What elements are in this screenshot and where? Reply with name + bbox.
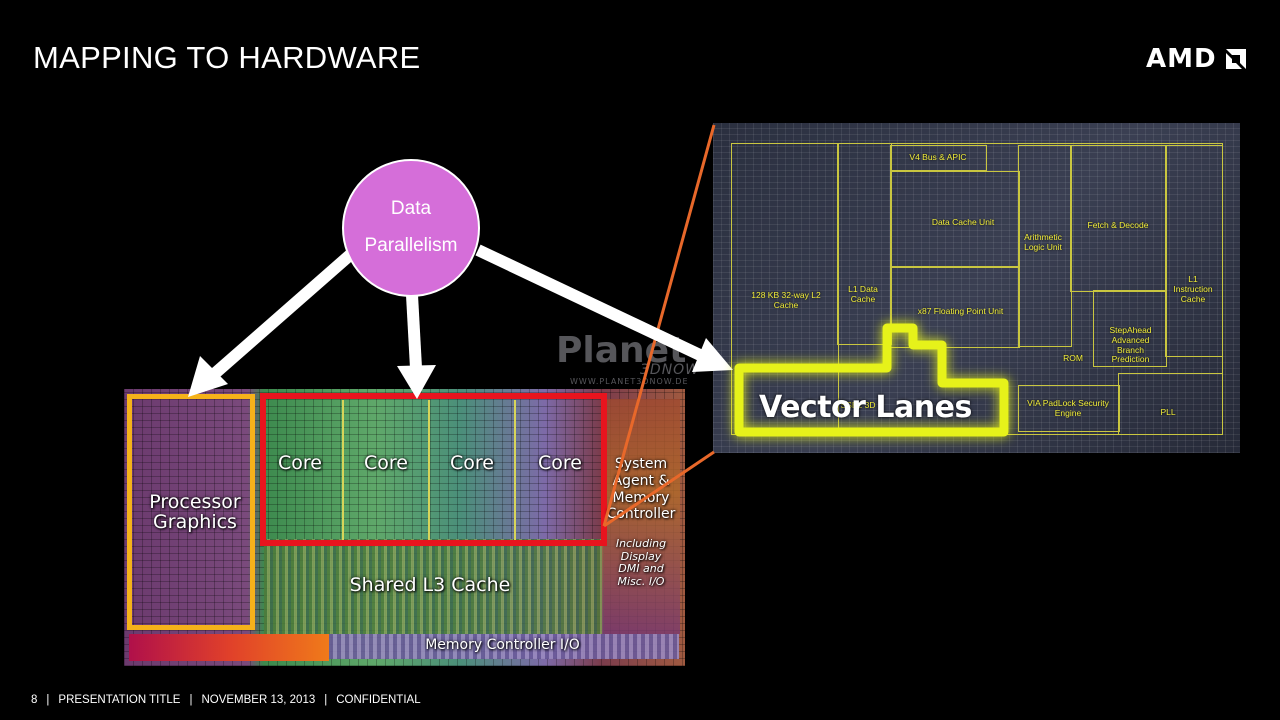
cores-highlight	[260, 393, 607, 546]
unit-label: Data Cache Unit	[931, 217, 995, 227]
alu-block	[1018, 145, 1072, 347]
unit-label: Arithmetic Logic Unit	[1024, 232, 1062, 252]
die-texture	[713, 123, 1240, 453]
page-number: 8	[31, 694, 38, 706]
unit-label: V4 Bus & APIC	[909, 152, 967, 162]
node-label-line2: Parallelism	[364, 235, 458, 256]
unit-label: SSE2 3D	[840, 400, 876, 410]
unit-label: VIA PadLock Security Engine	[1027, 398, 1109, 418]
vector-lanes-label: Vector Lanes	[759, 390, 972, 425]
unit-label: Fetch & Decode	[1087, 220, 1149, 230]
unit-label: L1 Instruction Cache	[1173, 274, 1213, 304]
memory-controller-io-label: Memory Controller I/O	[425, 637, 580, 653]
amd-logo-text: AMD	[1146, 44, 1217, 74]
branch-prediction-block	[1093, 290, 1167, 367]
slide-title: MAPPING TO HARDWARE	[33, 40, 421, 75]
core-divider	[514, 400, 516, 540]
shared-l3-cache-label: Shared L3 Cache	[349, 574, 511, 596]
footer-separator: |	[46, 694, 50, 706]
l1-data-cache-block	[837, 143, 892, 345]
core-label: Core	[278, 452, 322, 474]
arrow-to-cores	[397, 294, 436, 399]
watermark-url: WWW.PLANET3DNOW.DE	[570, 377, 689, 386]
core-divider	[342, 400, 344, 540]
data-parallelism-node	[342, 159, 480, 297]
pll-block	[1118, 373, 1223, 435]
fetch-decode-block	[1070, 145, 1167, 292]
io-strip	[129, 634, 329, 661]
core-divider	[428, 400, 430, 540]
system-agent-label: System Agent & Memory Controller	[606, 456, 676, 523]
zoom-line-bottom	[603, 450, 715, 528]
zoom-line-top	[602, 124, 716, 527]
fpu-block	[890, 266, 1020, 348]
l1-instruction-cache-block	[1165, 145, 1223, 357]
processor-graphics-label: Processor Graphics	[149, 491, 241, 533]
core-label: Core	[538, 452, 582, 474]
system-agent-region	[602, 399, 680, 634]
presentation-date: NOVEMBER 13, 2013	[201, 694, 316, 706]
unit-label: L1 Data Cache	[848, 284, 878, 304]
padlock-block	[1018, 385, 1120, 432]
slide-footer: 8 | PRESENTATION TITLE | NOVEMBER 13, 2013 | C…	[31, 694, 421, 706]
unit-label: StepAhead Advanced Branch Prediction	[1109, 325, 1152, 365]
classification: CONFIDENTIAL	[336, 694, 421, 706]
footer-separator: |	[189, 694, 193, 706]
system-agent-detail-label: Including Display DMI and Misc. I/O	[615, 537, 667, 588]
node-label-line1: Data	[390, 198, 432, 219]
watermark-sub: 3DNOW	[640, 362, 701, 378]
footer-separator: |	[324, 694, 328, 706]
data-parallelism-label: Data Parallelism	[342, 190, 480, 264]
amd-logo: AMD	[1146, 44, 1250, 74]
l3-cache-region	[264, 539, 604, 634]
core-label: Core	[364, 452, 408, 474]
arrow-to-vector-lanes	[475, 244, 733, 372]
left-die-shot	[124, 389, 685, 666]
core-label: Core	[450, 452, 494, 474]
unit-label: x87 Floating Point Unit	[917, 306, 1004, 316]
arrow-to-graphics	[188, 250, 354, 397]
right-die-shot: V4 Bus & APIC Data Cache Unit Arithmetic…	[713, 123, 1240, 453]
processor-graphics-highlight	[127, 394, 255, 630]
unit-label: PLL	[1160, 407, 1176, 417]
bus-apic-block	[890, 145, 987, 171]
memory-controller-region	[329, 634, 679, 659]
vector-lanes-highlight	[734, 323, 1009, 437]
data-cache-block	[890, 171, 1020, 268]
unit-label: 128 KB 32-way L2 Cache	[751, 290, 821, 310]
unit-label: ROM	[1063, 353, 1083, 363]
presentation-title: PRESENTATION TITLE	[58, 694, 181, 706]
amd-arrow-icon	[1226, 49, 1246, 69]
